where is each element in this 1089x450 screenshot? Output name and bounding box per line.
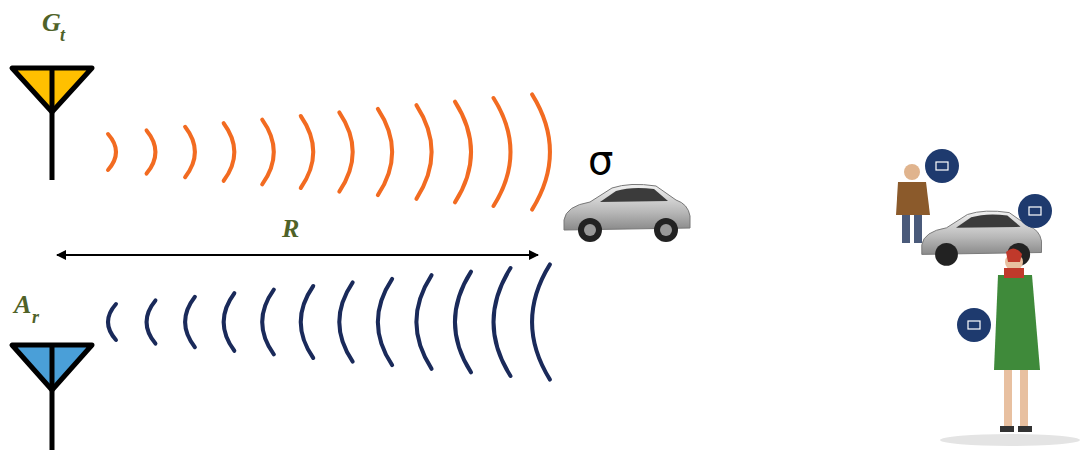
- wave-arc: [455, 272, 471, 373]
- wave-arc: [378, 109, 392, 195]
- aperture-symbol: A: [14, 292, 31, 318]
- wave-arc: [147, 130, 156, 173]
- gain-symbol: G: [42, 10, 61, 36]
- aperture-subscript: r: [32, 308, 39, 326]
- rcs-symbol: σ: [588, 140, 613, 180]
- echo-wave: [108, 264, 550, 379]
- wave-arc: [455, 102, 471, 203]
- transmitted-wave: [108, 94, 550, 209]
- wave-arc: [494, 98, 511, 206]
- wave-arc: [185, 297, 195, 347]
- wave-arc: [339, 282, 352, 361]
- wave-arc: [532, 94, 550, 209]
- wave-arc: [108, 304, 116, 340]
- wave-arc: [339, 112, 352, 191]
- range-symbol: R: [282, 216, 299, 242]
- wave-arc: [262, 290, 274, 355]
- wave-arc: [378, 279, 392, 365]
- wave-arc: [224, 123, 235, 181]
- wave-arc: [108, 134, 116, 170]
- wave-arc: [301, 286, 314, 358]
- receive-antenna: [12, 345, 92, 450]
- street-scene: [896, 149, 1080, 446]
- wave-arc: [532, 264, 550, 379]
- wave-arc: [301, 116, 314, 188]
- transmit-antenna: [12, 68, 92, 180]
- wave-arc: [416, 105, 431, 199]
- car-target: [564, 184, 690, 242]
- wave-arc: [185, 127, 195, 177]
- wave-arc: [147, 300, 156, 343]
- wave-arc: [262, 120, 274, 185]
- gain-subscript: t: [60, 26, 65, 44]
- wave-arc: [224, 293, 235, 351]
- wave-arc: [416, 275, 431, 369]
- wave-arc: [494, 268, 511, 376]
- range-arrow: [57, 254, 538, 256]
